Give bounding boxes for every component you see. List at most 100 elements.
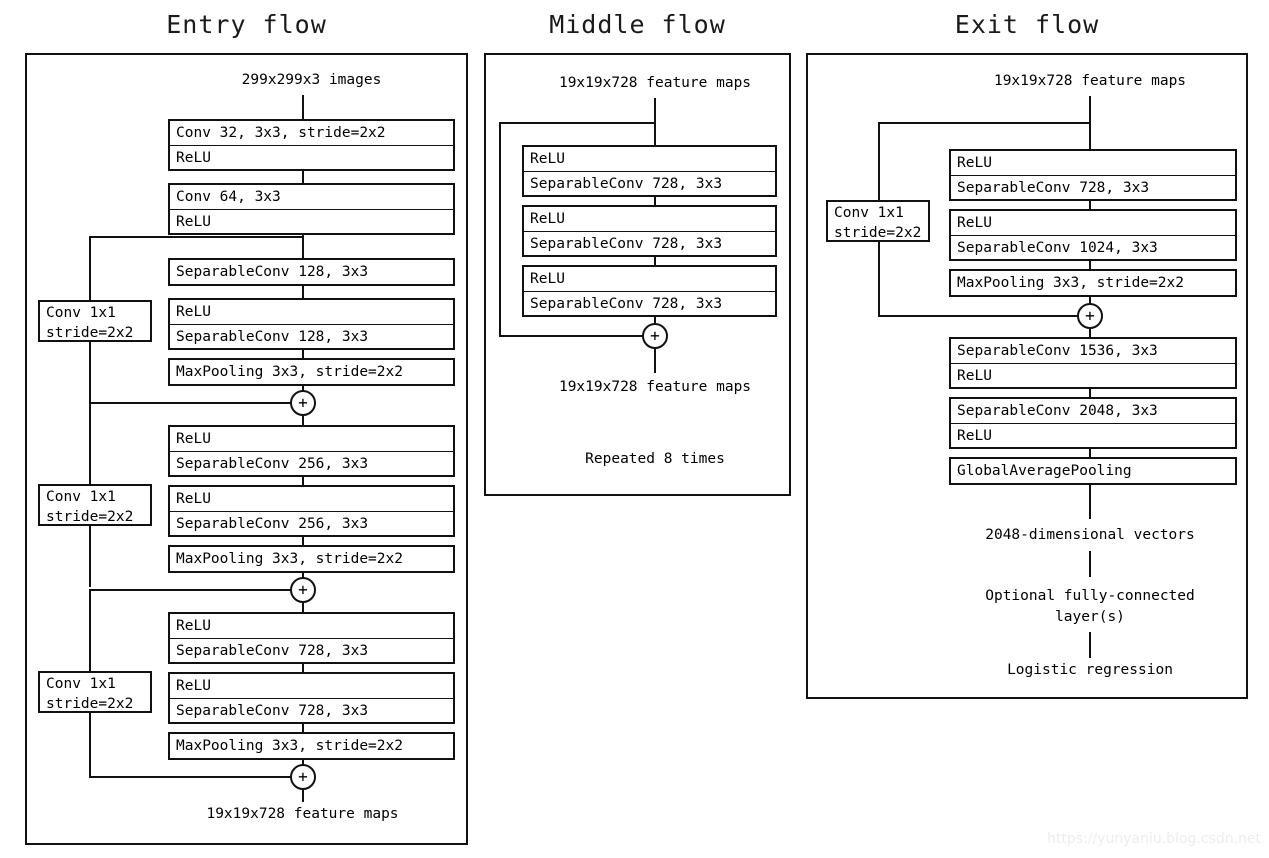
shortcut-join-3 (89, 776, 294, 778)
middle-shortcut-join (499, 335, 647, 337)
exit-final-caption: Logistic regression (1007, 662, 1173, 678)
entry-block-conv32: Conv 32, 3x3, stride=2x2 ReLU (168, 119, 455, 171)
connector-entry-1 (302, 171, 304, 183)
watermark-text: https://yunyaniu.blog.csdn.net (1047, 831, 1262, 847)
shortcut-line1: Conv 1x1 (46, 676, 116, 692)
entry-block-relu-sepconv128: ReLU SeparableConv 128, 3x3 (168, 298, 455, 350)
layer-row: ReLU (176, 304, 211, 320)
layer-row: SeparableConv 728, 3x3 (524, 291, 775, 315)
connector-entry-3 (302, 286, 304, 298)
layer-row: SeparableConv 2048, 3x3 (957, 403, 1158, 419)
shortcut-line1: Conv 1x1 (46, 489, 116, 505)
layer-row: ReLU (957, 215, 992, 231)
connector-middle-2 (654, 257, 656, 265)
exit-block-global-avg-pool: GlobalAveragePooling (949, 457, 1237, 485)
exit-shortcut-conv: Conv 1x1 stride=2x2 (826, 200, 930, 242)
connector-entry-12 (302, 724, 304, 732)
entry-block-maxpool-1: MaxPooling 3x3, stride=2x2 (168, 358, 455, 386)
layer-row: MaxPooling 3x3, stride=2x2 (957, 275, 1184, 291)
middle-shortcut-line (499, 122, 501, 337)
layer-row: SeparableConv 728, 3x3 (170, 698, 453, 722)
connector-exit-4 (1089, 329, 1091, 339)
middle-repeat-caption: Repeated 8 times (585, 451, 725, 467)
exit-residual-add: + (1077, 303, 1103, 329)
layer-row: ReLU (530, 211, 565, 227)
middle-block-3: ReLU SeparableConv 728, 3x3 (522, 265, 777, 317)
entry-block-relu-sepconv728-a: ReLU SeparableConv 728, 3x3 (168, 612, 455, 664)
layer-row: SeparableConv 1024, 3x3 (951, 235, 1235, 259)
connector-entry-8 (302, 537, 304, 545)
entry-block-relu-sepconv256-a: ReLU SeparableConv 256, 3x3 (168, 425, 455, 477)
connector-exit-7 (1089, 485, 1091, 519)
middle-flow-title: Middle flow (549, 10, 726, 39)
entry-block-maxpool-2: MaxPooling 3x3, stride=2x2 (168, 545, 455, 573)
exit-shortcut-branch (878, 122, 1091, 124)
layer-row: ReLU (951, 423, 1235, 447)
layer-row: ReLU (170, 209, 453, 233)
layer-row: SeparableConv 256, 3x3 (170, 511, 453, 535)
connector-entry-2 (302, 235, 304, 258)
connector-entry-in (302, 95, 304, 119)
connector-entry-11 (302, 664, 304, 672)
connector-exit-5 (1089, 389, 1091, 397)
exit-input-caption: 19x19x728 feature maps (993, 73, 1187, 89)
middle-shortcut-branch (499, 122, 656, 124)
connector-exit-1 (1089, 201, 1091, 209)
shortcut-line2: stride=2x2 (834, 225, 922, 241)
entry-shortcut-conv-1: Conv 1x1 stride=2x2 (38, 300, 152, 342)
layer-row: Conv 32, 3x3, stride=2x2 (176, 125, 386, 141)
exit-block-relu-sepconv1024: ReLU SeparableConv 1024, 3x3 (949, 209, 1237, 261)
layer-row: SeparableConv 1536, 3x3 (957, 343, 1158, 359)
exit-block-sepconv2048: SeparableConv 2048, 3x3 ReLU (949, 397, 1237, 449)
middle-block-2: ReLU SeparableConv 728, 3x3 (522, 205, 777, 257)
layer-row: SeparableConv 128, 3x3 (170, 324, 453, 348)
layer-row: ReLU (957, 155, 992, 171)
connector-exit-8 (1089, 551, 1091, 577)
entry-input-caption: 299x299x3 images (241, 72, 382, 88)
entry-shortcut-conv-2: Conv 1x1 stride=2x2 (38, 484, 152, 526)
layer-row: SeparableConv 728, 3x3 (170, 638, 453, 662)
connector-entry-5 (302, 386, 304, 392)
exit-shortcut-join (878, 315, 1082, 317)
connector-entry-14 (302, 790, 304, 802)
layer-row: SeparableConv 728, 3x3 (524, 231, 775, 255)
shortcut-join-2 (89, 589, 294, 591)
connector-exit-2 (1089, 261, 1091, 269)
connector-entry-7 (302, 477, 304, 485)
layer-row: ReLU (530, 151, 565, 167)
shortcut-line2: stride=2x2 (46, 325, 134, 341)
entry-block-maxpool-3: MaxPooling 3x3, stride=2x2 (168, 732, 455, 760)
layer-row: SeparableConv 128, 3x3 (176, 264, 369, 280)
residual-add-3: + (290, 764, 316, 790)
connector-entry-9 (302, 573, 304, 579)
layer-row: ReLU (176, 491, 211, 507)
connector-entry-6 (302, 416, 304, 428)
residual-add-2: + (290, 577, 316, 603)
residual-add-1: + (290, 390, 316, 416)
layer-row: ReLU (176, 431, 211, 447)
entry-block-relu-sepconv728-b: ReLU SeparableConv 728, 3x3 (168, 672, 455, 724)
entry-block-relu-sepconv256-b: ReLU SeparableConv 256, 3x3 (168, 485, 455, 537)
connector-entry-4 (302, 350, 304, 358)
entry-output-caption: 19x19x728 feature maps (206, 806, 399, 822)
connector-middle-3 (654, 317, 656, 325)
connector-exit-6 (1089, 449, 1091, 457)
connector-exit-3 (1089, 297, 1091, 305)
layer-row: ReLU (176, 678, 211, 694)
connector-exit-9 (1089, 632, 1091, 658)
layer-row: MaxPooling 3x3, stride=2x2 (176, 364, 403, 380)
layer-row: ReLU (170, 145, 453, 169)
layer-row: MaxPooling 3x3, stride=2x2 (176, 551, 403, 567)
layer-row: ReLU (176, 618, 211, 634)
layer-row: ReLU (530, 271, 565, 287)
layer-row: SeparableConv 728, 3x3 (524, 171, 775, 195)
entry-block-sepconv128: SeparableConv 128, 3x3 (168, 258, 455, 286)
shortcut-line2: stride=2x2 (46, 509, 134, 525)
middle-input-caption: 19x19x728 feature maps (558, 75, 752, 91)
connector-entry-10 (302, 603, 304, 613)
middle-residual-add: + (642, 323, 668, 349)
connector-middle-out (654, 349, 656, 373)
shortcut-line2: stride=2x2 (46, 696, 134, 712)
layer-row: GlobalAveragePooling (957, 463, 1132, 479)
middle-block-1: ReLU SeparableConv 728, 3x3 (522, 145, 777, 197)
